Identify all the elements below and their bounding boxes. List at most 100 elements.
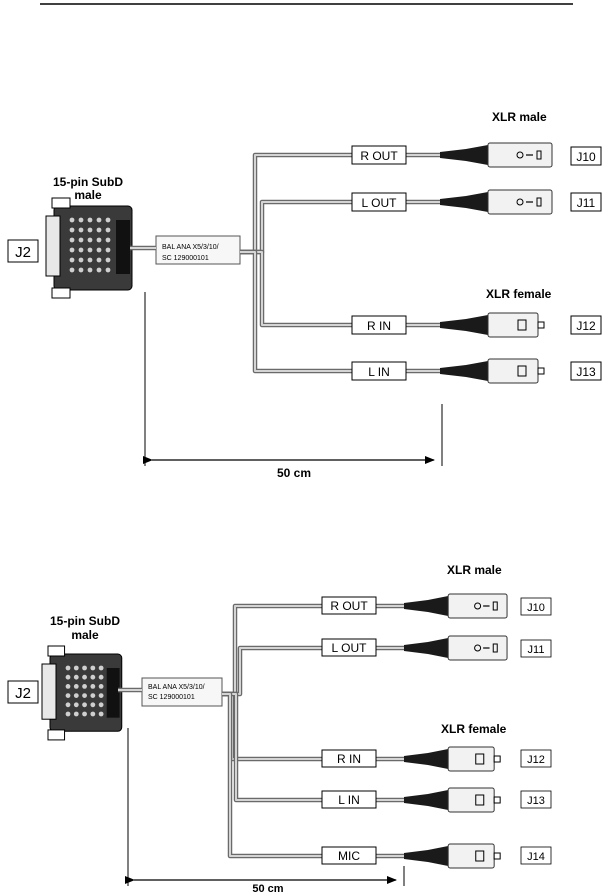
subd-pin — [88, 248, 93, 253]
subd-pin — [74, 684, 79, 689]
xlr-connectors — [440, 143, 552, 383]
xlr-body — [488, 143, 552, 167]
xlr-body — [488, 190, 552, 214]
cable-label-line1: BAL ANA X5/3/10/ — [162, 244, 219, 251]
subd-pin — [99, 702, 104, 707]
xlr-latch — [494, 797, 500, 803]
subd-pin — [70, 238, 75, 243]
subd-pin — [106, 268, 111, 273]
subd-pin — [82, 693, 87, 698]
branch-id: J13 — [527, 795, 545, 807]
subd-pin — [88, 238, 93, 243]
subd-pin — [79, 228, 84, 233]
subd-pin — [106, 258, 111, 263]
subd-pin — [97, 218, 102, 223]
branch-label: L OUT — [362, 196, 398, 210]
xlr-body — [488, 359, 538, 383]
cable-label-line2: SC 129000101 — [148, 694, 195, 701]
branch-label: R IN — [337, 752, 361, 766]
subd-gender: male — [71, 628, 99, 642]
subd-pin — [97, 248, 102, 253]
branch-label: R OUT — [330, 599, 368, 613]
subd-connector — [42, 646, 122, 740]
subd-pin — [90, 684, 95, 689]
subd-pin — [66, 675, 71, 680]
subd-pin — [99, 693, 104, 698]
cable-wire-core — [222, 694, 322, 800]
subd-pin — [106, 228, 111, 233]
subd-pin — [99, 666, 104, 671]
branch-id: J12 — [576, 319, 596, 333]
subd-pin — [97, 268, 102, 273]
branch-id: J13 — [576, 365, 596, 379]
xlr-boot — [404, 596, 448, 616]
branch-id: J10 — [576, 150, 596, 164]
branch-label: R OUT — [360, 149, 398, 163]
subd-pin — [79, 268, 84, 273]
subd-pin — [70, 218, 75, 223]
subd-screw — [52, 198, 70, 208]
subd-screw — [48, 646, 65, 656]
cable-wire — [240, 252, 352, 371]
branch-label: L IN — [338, 793, 360, 807]
subd-pin — [74, 693, 79, 698]
xlr-latch — [538, 368, 544, 374]
subd-backshell — [107, 668, 120, 718]
subd-backshell — [116, 220, 130, 274]
subd-title: 15-pin SubD — [50, 614, 120, 628]
subd-pin — [70, 268, 75, 273]
branch-id: J11 — [528, 644, 545, 656]
xlr-latch — [538, 322, 544, 328]
subd-screw — [48, 730, 65, 740]
subd-pin — [66, 712, 71, 717]
subd-pin — [66, 666, 71, 671]
subd-flange — [46, 216, 60, 276]
subd-pin — [82, 684, 87, 689]
branch-label: R IN — [367, 319, 391, 333]
main-connector-id: J2 — [15, 685, 31, 702]
subd-pin — [70, 248, 75, 253]
xlr-body — [448, 844, 494, 868]
subd-gender: male — [74, 188, 102, 202]
subd-pin — [97, 258, 102, 263]
subd-pin — [70, 258, 75, 263]
xlr-latch — [494, 853, 500, 859]
xlr-female-label: XLR female — [486, 287, 552, 301]
subd-pin — [88, 228, 93, 233]
subd-pin — [82, 712, 87, 717]
xlr-boot — [404, 846, 448, 866]
subd-pin — [82, 666, 87, 671]
subd-pin — [90, 666, 95, 671]
subd-pin — [90, 693, 95, 698]
subd-pin — [66, 693, 71, 698]
branch-id: J14 — [527, 851, 545, 863]
xlr-boot — [404, 790, 448, 810]
subd-pin — [106, 248, 111, 253]
subd-pin — [82, 675, 87, 680]
xlr-boot — [440, 192, 488, 212]
xlr-boot — [404, 749, 448, 769]
diagram-4-branch: 15-pin SubD male J2 BAL ANA X5/3/10/ SC … — [8, 110, 601, 480]
xlr-male-label: XLR male — [447, 563, 502, 577]
length-label: 50 cm — [277, 466, 311, 480]
subd-pin — [79, 248, 84, 253]
subd-title: 15-pin SubD — [53, 175, 123, 189]
xlr-female-label: XLR female — [441, 722, 507, 736]
subd-pin — [70, 228, 75, 233]
subd-pin — [99, 712, 104, 717]
xlr-body — [448, 594, 507, 618]
xlr-body — [448, 788, 494, 812]
subd-pin — [79, 238, 84, 243]
subd-pin — [88, 258, 93, 263]
xlr-boot — [440, 145, 488, 165]
xlr-latch — [494, 756, 500, 762]
subd-pin — [82, 702, 87, 707]
subd-pin — [66, 702, 71, 707]
subd-pin — [66, 684, 71, 689]
cable-bundle — [142, 678, 222, 706]
xlr-body — [448, 636, 507, 660]
branch-label: L OUT — [332, 641, 368, 655]
subd-connector — [46, 198, 132, 298]
xlr-boot — [440, 315, 488, 335]
